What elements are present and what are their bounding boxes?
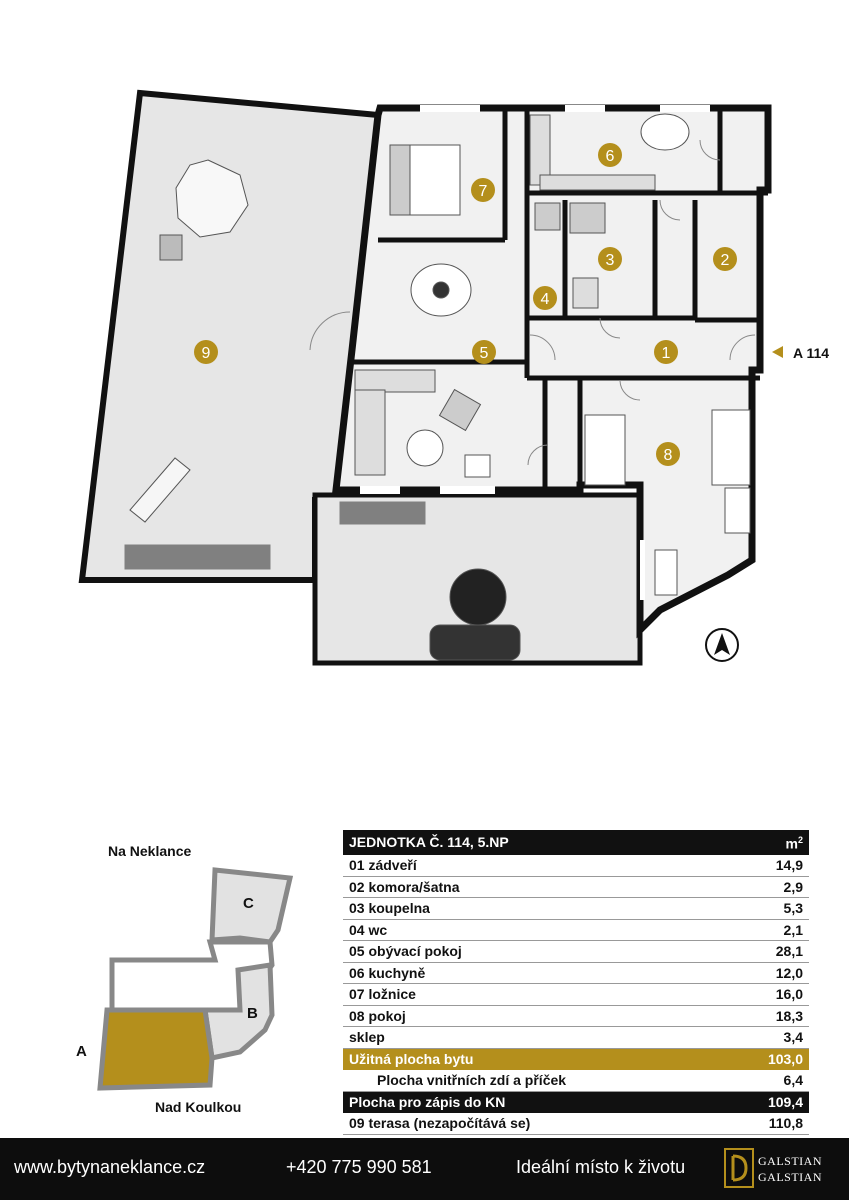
room-badge-5: 5 [472, 340, 496, 364]
site-map: Na Neklance Nad Koulkou C B A [76, 843, 294, 1115]
svg-text:4: 4 [541, 291, 550, 308]
room-badge-2: 2 [713, 247, 737, 271]
doors [309, 139, 756, 466]
furniture [124, 113, 751, 661]
building-a[interactable] [97, 1007, 215, 1091]
building-b-label: B [247, 1005, 258, 1022]
svg-text:3: 3 [606, 252, 615, 269]
logo-line-2: GALSTIAN [758, 1170, 822, 1184]
svg-text:2: 2 [721, 252, 730, 269]
table-header: JEDNOTKA Č. 114, 5.NP m2 [343, 830, 809, 855]
north-arrow-icon [705, 628, 739, 662]
galstian-logo-icon [724, 1148, 754, 1188]
logo-line-1: GALSTIAN [758, 1154, 822, 1168]
svg-text:1: 1 [662, 345, 671, 362]
svg-text:9: 9 [202, 345, 211, 362]
slogan: Ideální místo k životu [516, 1157, 686, 1177]
street-label-bottom: Nad Koulkou [155, 1099, 241, 1115]
windows [360, 105, 710, 600]
footer: www.bytynaneklance.cz +420 775 990 581 I… [0, 1138, 849, 1200]
svg-text:6: 6 [606, 148, 615, 165]
room-badge-7: 7 [471, 178, 495, 202]
svg-text:8: 8 [664, 447, 673, 464]
entrance-label: A 114 [793, 345, 829, 361]
terrace-area-row: 09 terasa (nezapočítává se)110,8 [343, 1113, 809, 1135]
interior-walls [352, 108, 768, 490]
room-badge-4: 4 [533, 286, 557, 310]
building-a-label: A [76, 1043, 87, 1060]
room-badge-3: 3 [598, 247, 622, 271]
room-badge-6: 6 [598, 143, 622, 167]
entrance-arrow-icon [772, 346, 783, 358]
building-c-label: C [243, 895, 254, 912]
building-b [202, 962, 275, 1062]
website-link[interactable]: www.bytynaneklance.cz [14, 1157, 206, 1177]
table-header-unit: m2 [785, 835, 803, 852]
table-header-label: JEDNOTKA Č. 114, 5.NP [349, 833, 509, 850]
galstian-logo: GALSTIAN GALSTIAN [724, 1146, 842, 1192]
room-badge-1: 1 [654, 340, 678, 364]
room-badge-9: 9 [194, 340, 218, 364]
svg-text:5: 5 [480, 345, 489, 362]
street-label-top: Na Neklance [108, 843, 191, 859]
phone-link[interactable]: +420 775 990 581 [286, 1157, 432, 1177]
room-badge-8: 8 [656, 442, 680, 466]
floor-plan: 1 2 3 4 5 6 7 8 9 A 114 [78, 89, 829, 666]
svg-text:7: 7 [479, 183, 488, 200]
